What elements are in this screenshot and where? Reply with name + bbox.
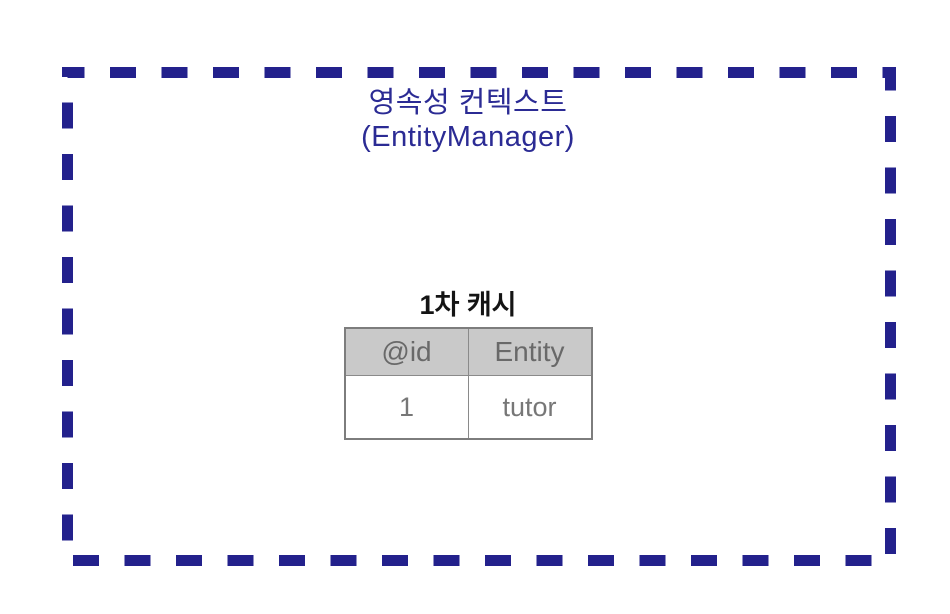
cache-table-header-row: @id Entity xyxy=(344,327,592,376)
first-level-cache-label: 1차 캐시 xyxy=(419,290,517,320)
persistence-context-title: 영속성 컨텍스트 (EntityManager) xyxy=(361,86,575,154)
cache-table-cell-entity: tutor xyxy=(467,375,592,440)
persistence-context-title-line2: (EntityManager) xyxy=(361,121,575,153)
first-level-cache-table: @id Entity 1 tutor xyxy=(343,327,593,440)
cache-table-header-entity: Entity xyxy=(467,327,592,376)
persistence-context: 영속성 컨텍스트 (EntityManager) 1차 캐시 @id Entit… xyxy=(62,67,874,566)
persistence-context-title-line1: 영속성 컨텍스트 xyxy=(368,87,568,119)
cache-table-cell-id: 1 xyxy=(344,375,469,440)
cache-table-header-id: @id xyxy=(344,327,469,376)
cache-table-row: 1 tutor xyxy=(344,375,592,440)
